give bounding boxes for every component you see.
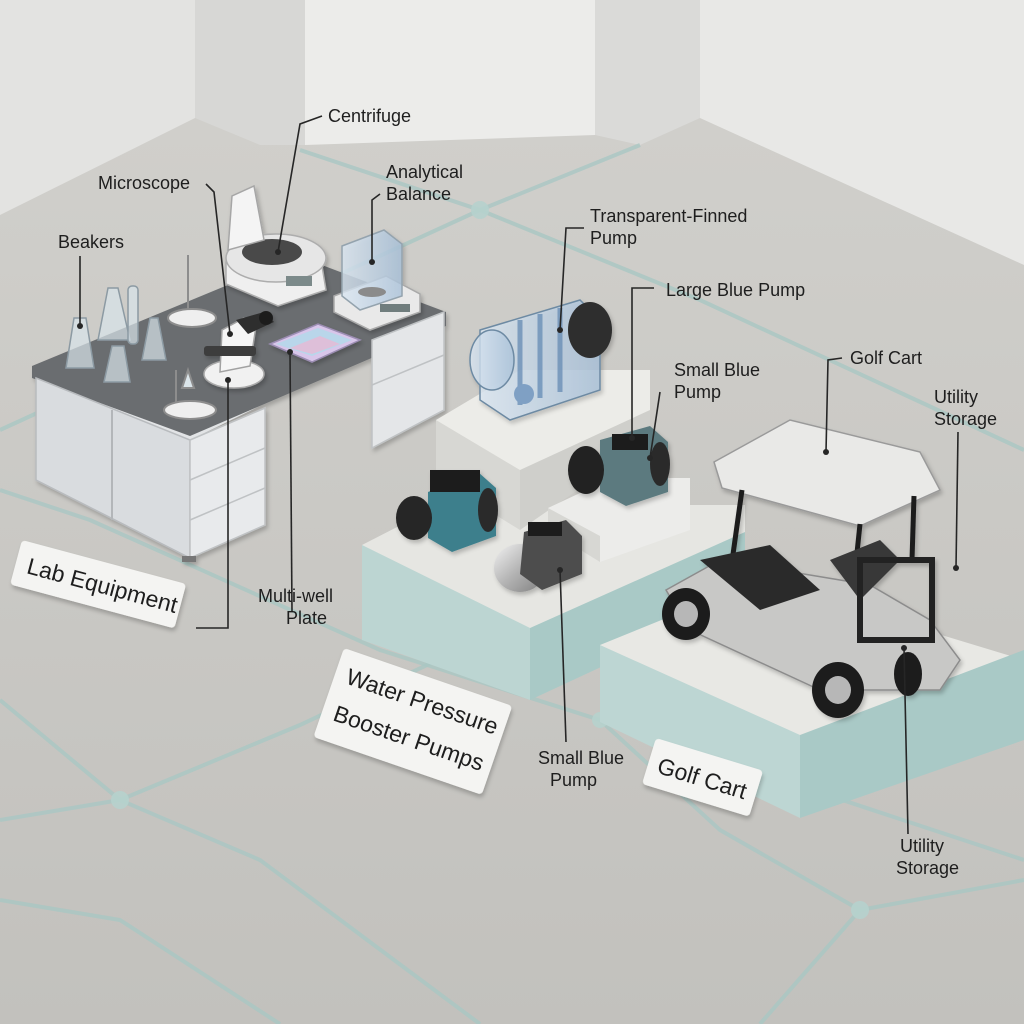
label-beakers: Beakers [58, 232, 124, 252]
label-utility-storage-bottom-1: Utility [900, 836, 944, 856]
label-analytical-balance-2: Balance [386, 184, 451, 204]
large-blue-pump [568, 426, 670, 506]
label-centrifuge: Centrifuge [328, 106, 411, 126]
label-small-blue-pump-top-2: Pump [674, 382, 721, 402]
label-analytical-balance-1: Analytical [386, 162, 463, 182]
label-multiwell-1: Multi-well [258, 586, 333, 606]
beakers [65, 285, 167, 383]
label-golf-cart: Golf Cart [850, 348, 922, 368]
transparent-finned-pump [469, 299, 612, 421]
label-transparent-pump-2: Pump [590, 228, 637, 248]
label-utility-storage-top-1: Utility [934, 387, 978, 407]
pillar-left [195, 0, 305, 145]
back-wall-right [700, 0, 1024, 265]
label-utility-storage-bottom-2: Storage [896, 858, 959, 878]
label-transparent-pump-1: Transparent-Finned [590, 206, 747, 226]
zone-label-water-pressure-booster-pumps: Water Pressure Booster Pumps [314, 649, 512, 794]
small-silver-pump [494, 520, 582, 592]
label-utility-storage-top-2: Storage [934, 409, 997, 429]
label-microscope: Microscope [98, 173, 190, 193]
golf-cart [662, 419, 961, 718]
small-blue-pump-teal [396, 470, 498, 552]
leader-lines [77, 115, 959, 835]
ring-stand [163, 255, 217, 420]
label-large-blue-pump: Large Blue Pump [666, 280, 805, 300]
pillar-right [595, 0, 700, 145]
analytical-balance [333, 229, 421, 331]
label-multiwell-2: Plate [286, 608, 327, 628]
centrifuge [225, 184, 327, 307]
label-small-blue-pump-bottom-2: Pump [550, 770, 597, 790]
label-small-blue-pump-top-1: Small Blue [674, 360, 760, 380]
back-wall-center [305, 0, 595, 145]
back-wall-left [0, 0, 195, 215]
label-small-blue-pump-bottom-1: Small Blue [538, 748, 624, 768]
